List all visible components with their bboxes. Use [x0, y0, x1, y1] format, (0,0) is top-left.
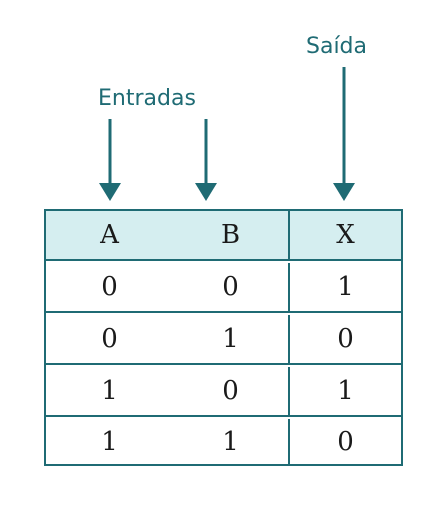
inputs-label: Entradas — [98, 86, 196, 111]
cell-a: 0 — [101, 272, 118, 302]
cell-b: 0 — [173, 367, 290, 415]
arrow-output-x — [333, 67, 355, 201]
arrow-input-a — [99, 119, 121, 201]
cell-x: 0 — [337, 324, 354, 354]
arrow-input-b — [195, 119, 217, 201]
output-label: Saída — [306, 34, 368, 59]
table-header-row: A B X — [46, 211, 401, 261]
header-b: B — [173, 211, 290, 259]
cell-b: 0 — [173, 263, 290, 311]
cell-a: 1 — [101, 376, 118, 406]
cell-a: 0 — [101, 324, 118, 354]
table-row: 0 1 0 — [46, 315, 401, 365]
cell-x: 1 — [337, 272, 354, 302]
table-row: 0 0 1 — [46, 263, 401, 313]
table-row: 1 0 1 — [46, 367, 401, 417]
cell-x: 1 — [337, 376, 354, 406]
truth-table: A B X 0 0 1 0 1 0 1 0 1 1 1 0 — [44, 209, 403, 466]
table-row: 1 1 0 — [46, 419, 401, 464]
cell-a: 1 — [101, 426, 118, 457]
header-a: A — [100, 220, 119, 250]
cell-b: 1 — [173, 419, 290, 464]
cell-x: 0 — [337, 426, 354, 457]
cell-b: 1 — [173, 315, 290, 363]
header-x: X — [336, 220, 355, 250]
